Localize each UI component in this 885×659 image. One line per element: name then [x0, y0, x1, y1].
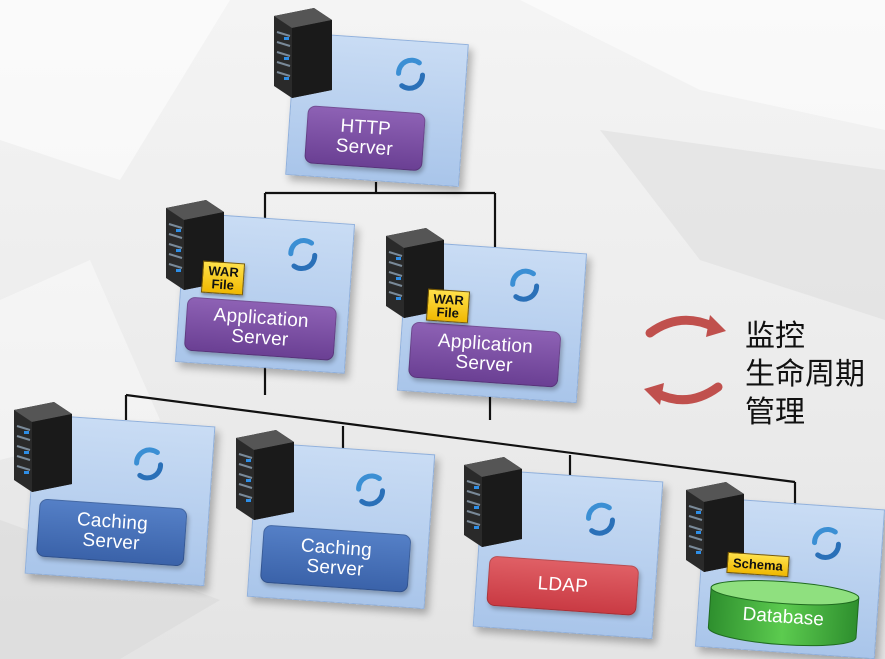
sync-icon [510, 268, 540, 302]
caching-server-node-2: Caching Server [246, 441, 436, 610]
application-server-label: Application Server [213, 304, 310, 351]
application-server-label-box: Application Server [183, 296, 338, 361]
sync-icon [288, 238, 318, 272]
caching-server-node-1: Caching Server [24, 413, 216, 587]
application-server-node-1: Application Server [174, 212, 356, 374]
caching-server-label: Caching Server [76, 509, 149, 555]
caching-server-label-box: Caching Server [35, 498, 188, 567]
lifecycle-monitoring-text: 监控 生命周期 管理 [745, 318, 880, 432]
application-server-node-2: Application Server [396, 240, 588, 404]
ldap-label: LDAP [536, 572, 589, 598]
sync-icon [812, 526, 841, 560]
database-node: Database [694, 496, 885, 659]
server-rack-icon [14, 402, 72, 492]
sync-icon [356, 473, 386, 507]
ldap-node: LDAP [472, 468, 664, 640]
http-server-node: HTTP Server [285, 32, 469, 187]
sync-icon [586, 502, 615, 536]
monitor-text-line-2: 生命周期 [745, 357, 865, 392]
monitor-text-line-3: 管理 [745, 395, 805, 430]
server-rack-icon [274, 8, 332, 98]
http-server-label-box: HTTP Server [304, 105, 426, 172]
sync-icon [134, 447, 164, 481]
database-cylinder: Database [705, 575, 861, 651]
http-server-label: HTTP Server [335, 115, 394, 161]
monitor-text-line-1: 监控 [745, 319, 805, 354]
caching-server-label: Caching Server [300, 535, 373, 581]
schema-badge: Schema [726, 551, 790, 578]
application-server-label: Application Server [437, 330, 534, 377]
war-file-badge: WAR File [425, 288, 471, 324]
server-rack-icon [236, 430, 294, 520]
ldap-label-box: LDAP [486, 555, 640, 616]
database-cylinder-icon [707, 580, 860, 647]
war-file-badge: WAR File [200, 260, 246, 296]
lifecycle-arrows-icon [644, 315, 726, 405]
application-server-label-box: Application Server [407, 321, 562, 388]
sync-icon [396, 57, 426, 91]
server-rack-icon [464, 457, 522, 547]
caching-server-label-box: Caching Server [259, 524, 412, 593]
